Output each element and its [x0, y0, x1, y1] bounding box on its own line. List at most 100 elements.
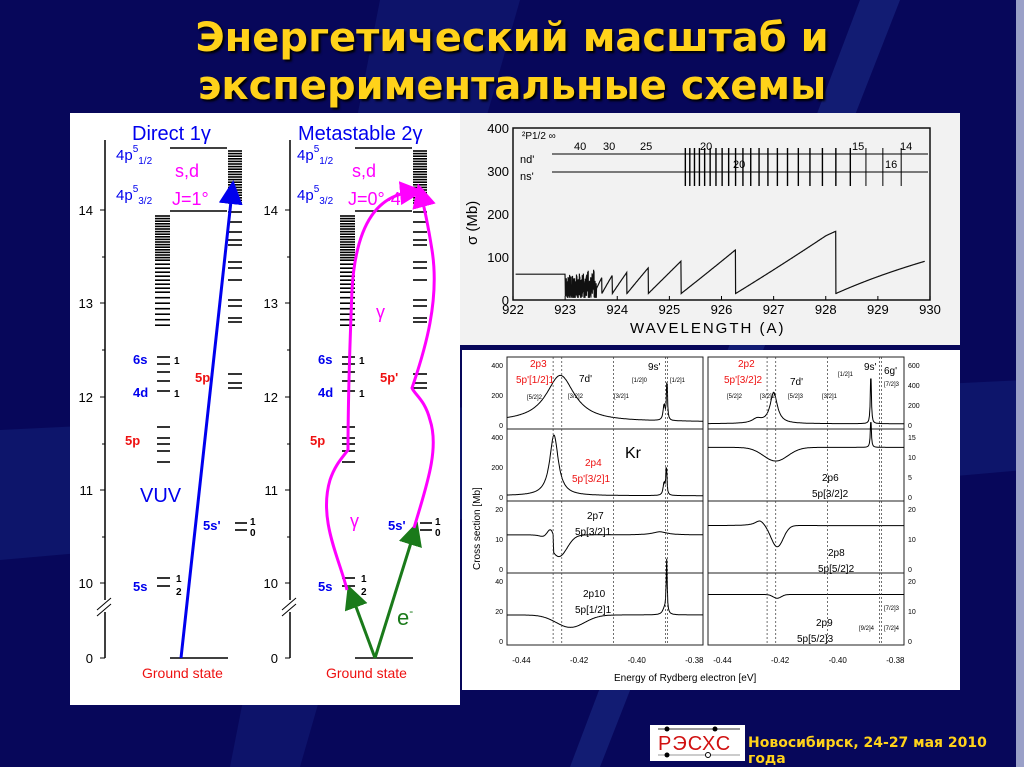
x-tick-label: -0.38 [685, 656, 704, 665]
n-label: 40 [574, 141, 586, 153]
label-5p-prime: 5p' [380, 370, 398, 385]
y-tick-label: 400 [908, 383, 920, 390]
resonance-label: [3/2]1 [614, 394, 630, 400]
j-5s: 1 [361, 574, 367, 585]
resonance-label: [1/2]1 [670, 378, 686, 384]
panel-title-direct: Direct 1γ [132, 123, 211, 145]
config-label: 5p[3/2]2 [812, 489, 849, 500]
x-tick-label: 928 [815, 302, 837, 317]
resonance-label: [5/2]3 [788, 394, 804, 400]
j-5s-prime: 0 [250, 528, 256, 539]
x-tick-label: -0.40 [829, 656, 848, 665]
axis-tick-label: 14 [264, 203, 278, 218]
cross-section-curve [507, 558, 703, 628]
label-6s: 6s [318, 352, 332, 367]
axis-break [281, 597, 297, 611]
logo-text: РЭСХС [658, 733, 731, 755]
resonance-label: 9s' [864, 362, 877, 373]
y-tick-label: 10 [908, 609, 916, 616]
state-label: 2p3 [530, 359, 547, 370]
electron-label: e- [397, 604, 413, 630]
n-label: 16 [885, 159, 897, 171]
x-tick-label: -0.44 [713, 656, 732, 665]
j-4d: 1 [174, 389, 180, 400]
resonance-label: 7d' [790, 377, 803, 388]
label-5s-prime: 5s' [388, 518, 406, 533]
n-label: 20 [733, 159, 745, 171]
y-tick-label: 600 [908, 363, 920, 370]
cross-section-panel [707, 572, 905, 646]
bottom-y-label: Cross section [Mb] [472, 487, 483, 570]
top-x-label: WAVELENGTH (A) [630, 320, 786, 337]
bottom-x-label: Energy of Rydberg electron [eV] [614, 673, 757, 684]
series-label-2: s,d [352, 161, 376, 181]
x-tick-label: -0.44 [512, 656, 531, 665]
photon-path-5s [325, 181, 424, 591]
resonance-label: [5/2]2 [527, 395, 543, 401]
ground-state-label-2: Ground state [326, 665, 407, 681]
x-tick-label: 926 [711, 302, 733, 317]
cross-section-curve [708, 520, 904, 548]
electron-arrow-5s [344, 584, 377, 659]
resonance-label: [7/2]4 [884, 626, 900, 632]
cross-section-panel [506, 428, 704, 502]
y-tick-label: 0 [499, 639, 503, 646]
label-5p: 5p [310, 433, 325, 448]
x-tick-label: -0.42 [771, 656, 790, 665]
resonance-label: 6g' [884, 366, 897, 377]
y-tick-label: 100 [487, 250, 509, 265]
x-tick-label: 922 [502, 302, 524, 317]
resonance-label: [7/2]3 [884, 606, 900, 612]
axis-tick-label: 12 [264, 390, 278, 405]
y-tick-label: 200 [908, 403, 920, 410]
y-tick-label: 40 [495, 579, 503, 586]
config-label: 5p'[3/2]1 [572, 474, 610, 485]
y-tick-label: 0 [908, 423, 912, 430]
j-6s: 1 [359, 356, 365, 367]
y-tick-label: 20 [908, 579, 916, 586]
limit-lower-label-2: 4p53/2 [297, 184, 334, 207]
cross-section-curve [506, 374, 703, 422]
label-5s: 5s [133, 579, 147, 594]
axis-break [96, 597, 112, 611]
y-tick-label: 0 [499, 567, 503, 574]
axis-break [281, 603, 297, 617]
resonance-label: [3/2]2 [568, 394, 584, 400]
limit-upper-label-2: 4p51/2 [297, 144, 334, 167]
cross-section-curve [708, 594, 904, 599]
cross-section-curve [708, 422, 904, 462]
config-label: 5p[1/2]1 [575, 605, 612, 616]
conference-footer: Новосибирск, 24-27 мая 2010 года [748, 735, 987, 767]
axis-break [96, 603, 112, 617]
x-tick-label: 923 [554, 302, 576, 317]
axis-tick-label: 14 [79, 203, 93, 218]
y-tick-label: 0 [908, 639, 912, 646]
y-tick-label: 20 [495, 609, 503, 616]
state-label: 2p2 [738, 359, 755, 370]
cross-section-panel [506, 572, 704, 646]
label-4d: 4d [133, 385, 148, 400]
resonance-label: [9/2]4 [859, 626, 875, 632]
y-tick-label: 0 [499, 495, 503, 502]
y-tick-label: 400 [491, 435, 503, 442]
state-label: 2p10 [583, 589, 606, 600]
ground-state-label: Ground state [142, 665, 223, 681]
vuv-arrow [179, 180, 243, 659]
x-tick-label: -0.38 [886, 656, 905, 665]
j-5s: 1 [176, 574, 182, 585]
resonance-label: [5/2]2 [727, 394, 743, 400]
cross-section-curve [507, 434, 703, 497]
resxs-logo: РЭСХС [650, 725, 745, 761]
electron-arrow-5s-prime [373, 521, 422, 659]
x-tick-label: 924 [606, 302, 628, 317]
resonance-label: 9s' [648, 362, 661, 373]
y-tick-label: 400 [487, 121, 509, 136]
resonance-label: [1/2]0 [632, 378, 648, 384]
cross-section-panel [707, 500, 905, 574]
state-label: 2p9 [816, 618, 833, 629]
n-label: 15 [852, 141, 864, 153]
x-tick-label: 929 [867, 302, 889, 317]
y-tick-label: 200 [491, 393, 503, 400]
j-5s-prime: 0 [435, 528, 441, 539]
